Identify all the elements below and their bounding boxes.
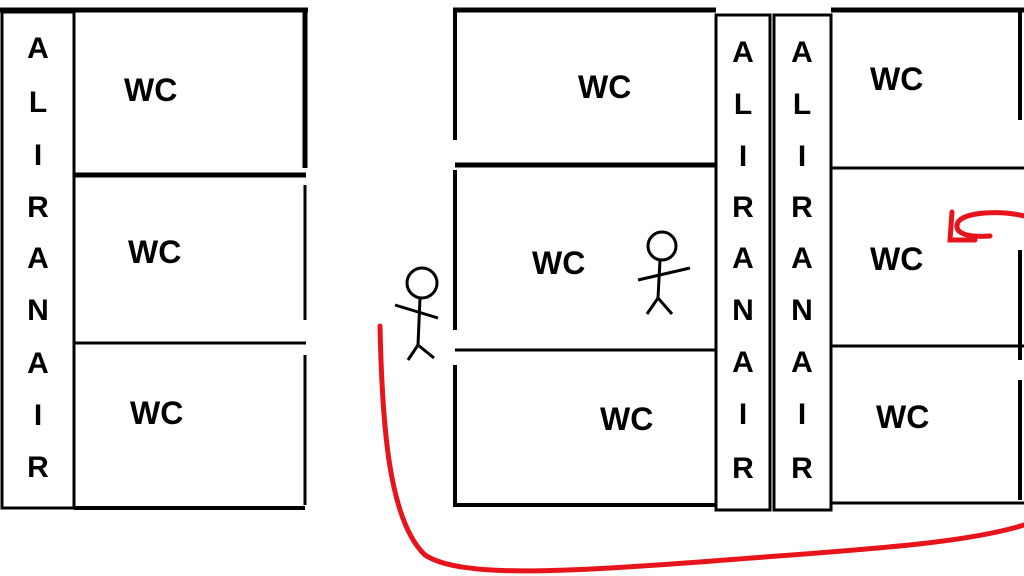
corridor-letter: R [732, 191, 754, 224]
room-label-middle-1: WC [578, 69, 631, 105]
corridor-letter: N [27, 294, 49, 327]
corridor-letter: A [791, 36, 813, 69]
corridor-letter: I [739, 140, 747, 173]
corridor-letter: A [27, 347, 49, 380]
corridor-letter: N [732, 294, 754, 327]
corridor-letter: I [34, 139, 42, 172]
room-label-middle-3: WC [600, 401, 653, 437]
corridor-letter: R [791, 191, 813, 224]
corridor-letter: I [739, 398, 747, 431]
person-icon [637, 230, 691, 315]
corridor-letter: L [734, 88, 752, 121]
corridor-letter: R [27, 451, 49, 484]
corridor-letter: L [29, 86, 47, 119]
room-label-left-2: WC [128, 234, 181, 270]
corridor-letter: A [732, 346, 754, 379]
room-label-right-2: WC [870, 241, 923, 277]
corridor-letter: I [798, 398, 806, 431]
arrowhead-icon [947, 209, 978, 243]
person-icon [394, 266, 439, 361]
right-corridor-label: A L I R A N A I R [791, 36, 813, 485]
corridor-letter: A [27, 32, 49, 65]
room-label-middle-2: WC [532, 245, 585, 281]
corridor-letter: R [732, 452, 754, 485]
room-label-right-1: WC [870, 61, 923, 97]
corridor-letter: L [793, 88, 811, 121]
room-label-right-3: WC [876, 399, 929, 435]
corridor-letter: A [791, 242, 813, 275]
room-label-left-1: WC [124, 72, 177, 108]
corridor-letter: A [732, 36, 754, 69]
walking-path-line [377, 323, 1024, 574]
walls [0, 7, 1024, 512]
left-corridor-label: A L I R A N A I R [27, 32, 49, 484]
corridor-letter: A [791, 346, 813, 379]
corridor-letter: I [798, 140, 806, 173]
corridor-letter: R [27, 191, 49, 224]
corridor-letter: A [27, 242, 49, 275]
middle-corridor-label: A L I R A N A I R [732, 36, 754, 485]
corridor-letter: I [34, 399, 42, 432]
room-label-left-3: WC [130, 395, 183, 431]
corridor-letter: N [791, 294, 813, 327]
corridor-letter: A [732, 242, 754, 275]
direction-arrow-icon [954, 210, 1024, 239]
corridor-letter: R [791, 452, 813, 485]
